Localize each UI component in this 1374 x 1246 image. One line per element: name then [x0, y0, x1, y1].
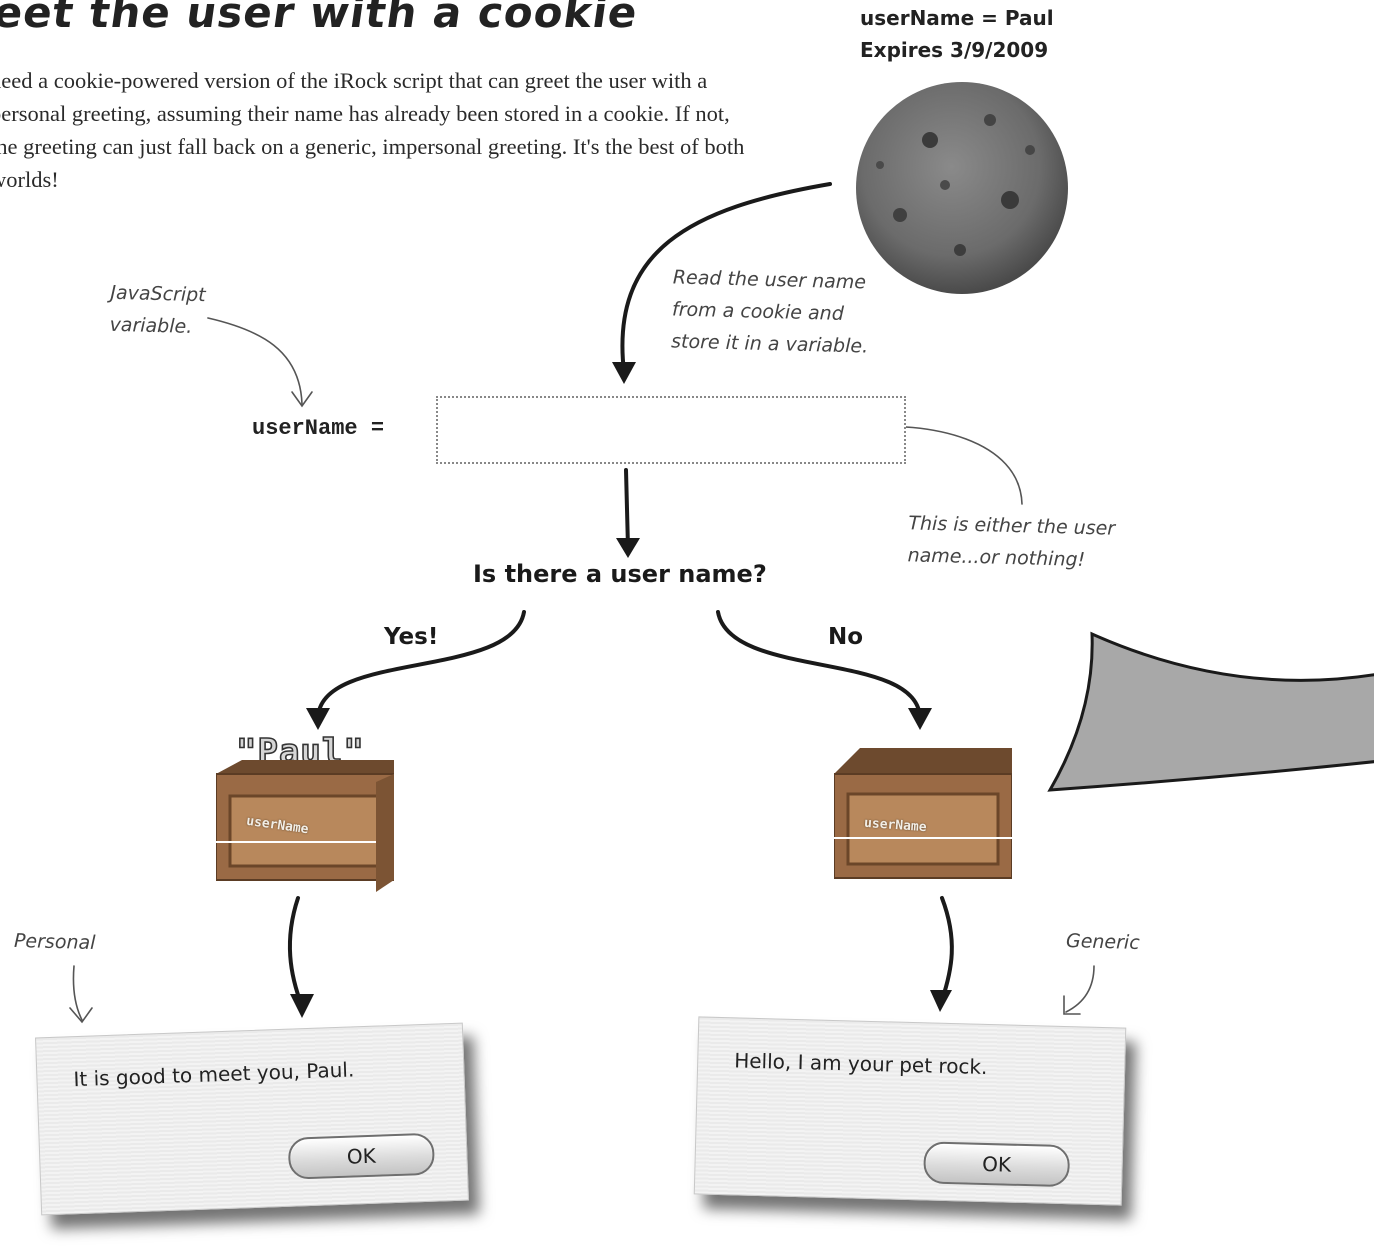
arrowheads [290, 362, 952, 1018]
note-read-cookie: Read the user name from a cookie and sto… [670, 266, 869, 358]
note-javascript-variable: JavaScript variable. [109, 281, 206, 338]
arrow-right-crate-to-dialog [940, 896, 954, 1002]
generic-greeting-dialog: Hello, I am your pet rock. OK [693, 1016, 1127, 1206]
cookie-expiry: Expires 3/9/2009 [860, 38, 1049, 62]
personal-greeting-dialog: It is good to meet you, Paul. OK [35, 1022, 469, 1216]
rock-shape [1047, 631, 1374, 792]
variable-code-label: userName = [252, 416, 385, 441]
generic-greeting-message: Hello, I am your pet rock. [733, 1048, 988, 1080]
note-personal: Personal [13, 929, 96, 955]
crate-icon-empty [833, 748, 1013, 888]
arrow-variable-to-question [624, 468, 630, 550]
cookie-icon [856, 82, 1068, 294]
crate-icon-filled [215, 760, 395, 900]
personal-greeting-message: It is good to meet you, Paul. [73, 1057, 355, 1092]
note-either-name-or-nothing: This is either the user name...or nothin… [907, 512, 1116, 571]
note-generic: Generic [1065, 930, 1140, 954]
yes-branch-label: Yes! [384, 624, 439, 650]
arrow-left-crate-to-dialog [287, 896, 304, 1008]
cookie-name-value: userName = Paul [860, 6, 1054, 30]
generic-ok-button[interactable]: OK [923, 1141, 1071, 1188]
no-branch-label: No [828, 624, 864, 650]
arrow-cookie-to-variable [620, 182, 832, 374]
arrow-yes-branch [316, 610, 526, 720]
arrow-no-branch [716, 610, 922, 720]
variable-value-box [436, 396, 906, 464]
decision-question: Is there a user name? [473, 560, 767, 588]
arrow-personal-note [72, 965, 83, 1021]
arrow-generic-note [1065, 965, 1095, 1013]
intro-paragraph: need a cookie-powered version of the iRo… [0, 68, 745, 192]
arrow-js-note [207, 317, 303, 405]
personal-ok-button[interactable]: OK [287, 1132, 436, 1180]
